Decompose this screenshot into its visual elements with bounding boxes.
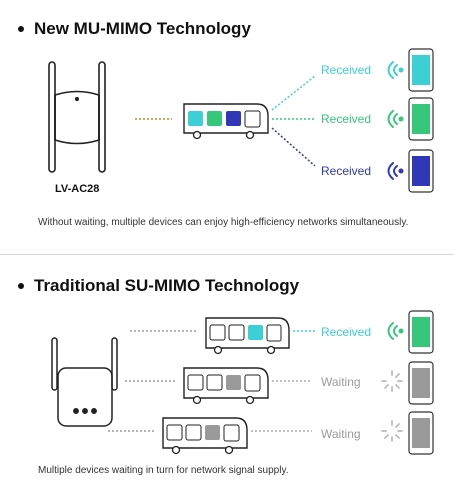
device-status-label: Received: [321, 325, 372, 339]
mu-caption: Without waiting, multiple devices can en…: [38, 217, 409, 228]
device-status-label: Received: [321, 164, 372, 178]
device-status-label: Received: [321, 63, 372, 77]
su-title-text: Traditional SU-MIMO Technology: [34, 276, 300, 295]
bullet-icon: [18, 283, 24, 289]
su-caption: Multiple devices waiting in turn for net…: [38, 465, 289, 476]
phone-icon: [408, 97, 434, 141]
bus-icon: [205, 317, 290, 355]
link-line-cyan: [271, 75, 316, 111]
mu-title-text: New MU-MIMO Technology: [34, 19, 251, 38]
mu-section-title: New MU-MIMO Technology: [18, 19, 251, 39]
loading-spinner-icon: [381, 420, 403, 442]
wifi-signal-icon: [387, 162, 404, 180]
bus-icon: [183, 367, 269, 405]
device-status-label: Received: [321, 112, 372, 126]
su-section-title: Traditional SU-MIMO Technology: [18, 276, 299, 296]
loading-spinner-icon: [381, 370, 403, 392]
bus-icon: [183, 103, 269, 140]
router-icon: [51, 337, 118, 427]
wifi-signal-icon: [387, 322, 404, 340]
bus-icon: [162, 417, 248, 455]
link-line-blue: [271, 127, 316, 167]
phone-icon: [408, 411, 434, 455]
device-status-label: Waiting: [321, 427, 361, 441]
router-model-label: LV-AC28: [55, 183, 100, 195]
wifi-signal-icon: [387, 61, 404, 79]
wifi-signal-icon: [387, 110, 404, 128]
phone-icon: [408, 361, 434, 405]
router-icon: [48, 61, 106, 173]
device-status-label: Waiting: [321, 375, 361, 389]
section-divider: [0, 254, 454, 255]
bullet-icon: [18, 26, 24, 32]
phone-icon: [408, 149, 434, 193]
phone-icon: [408, 310, 434, 354]
phone-icon: [408, 48, 434, 92]
